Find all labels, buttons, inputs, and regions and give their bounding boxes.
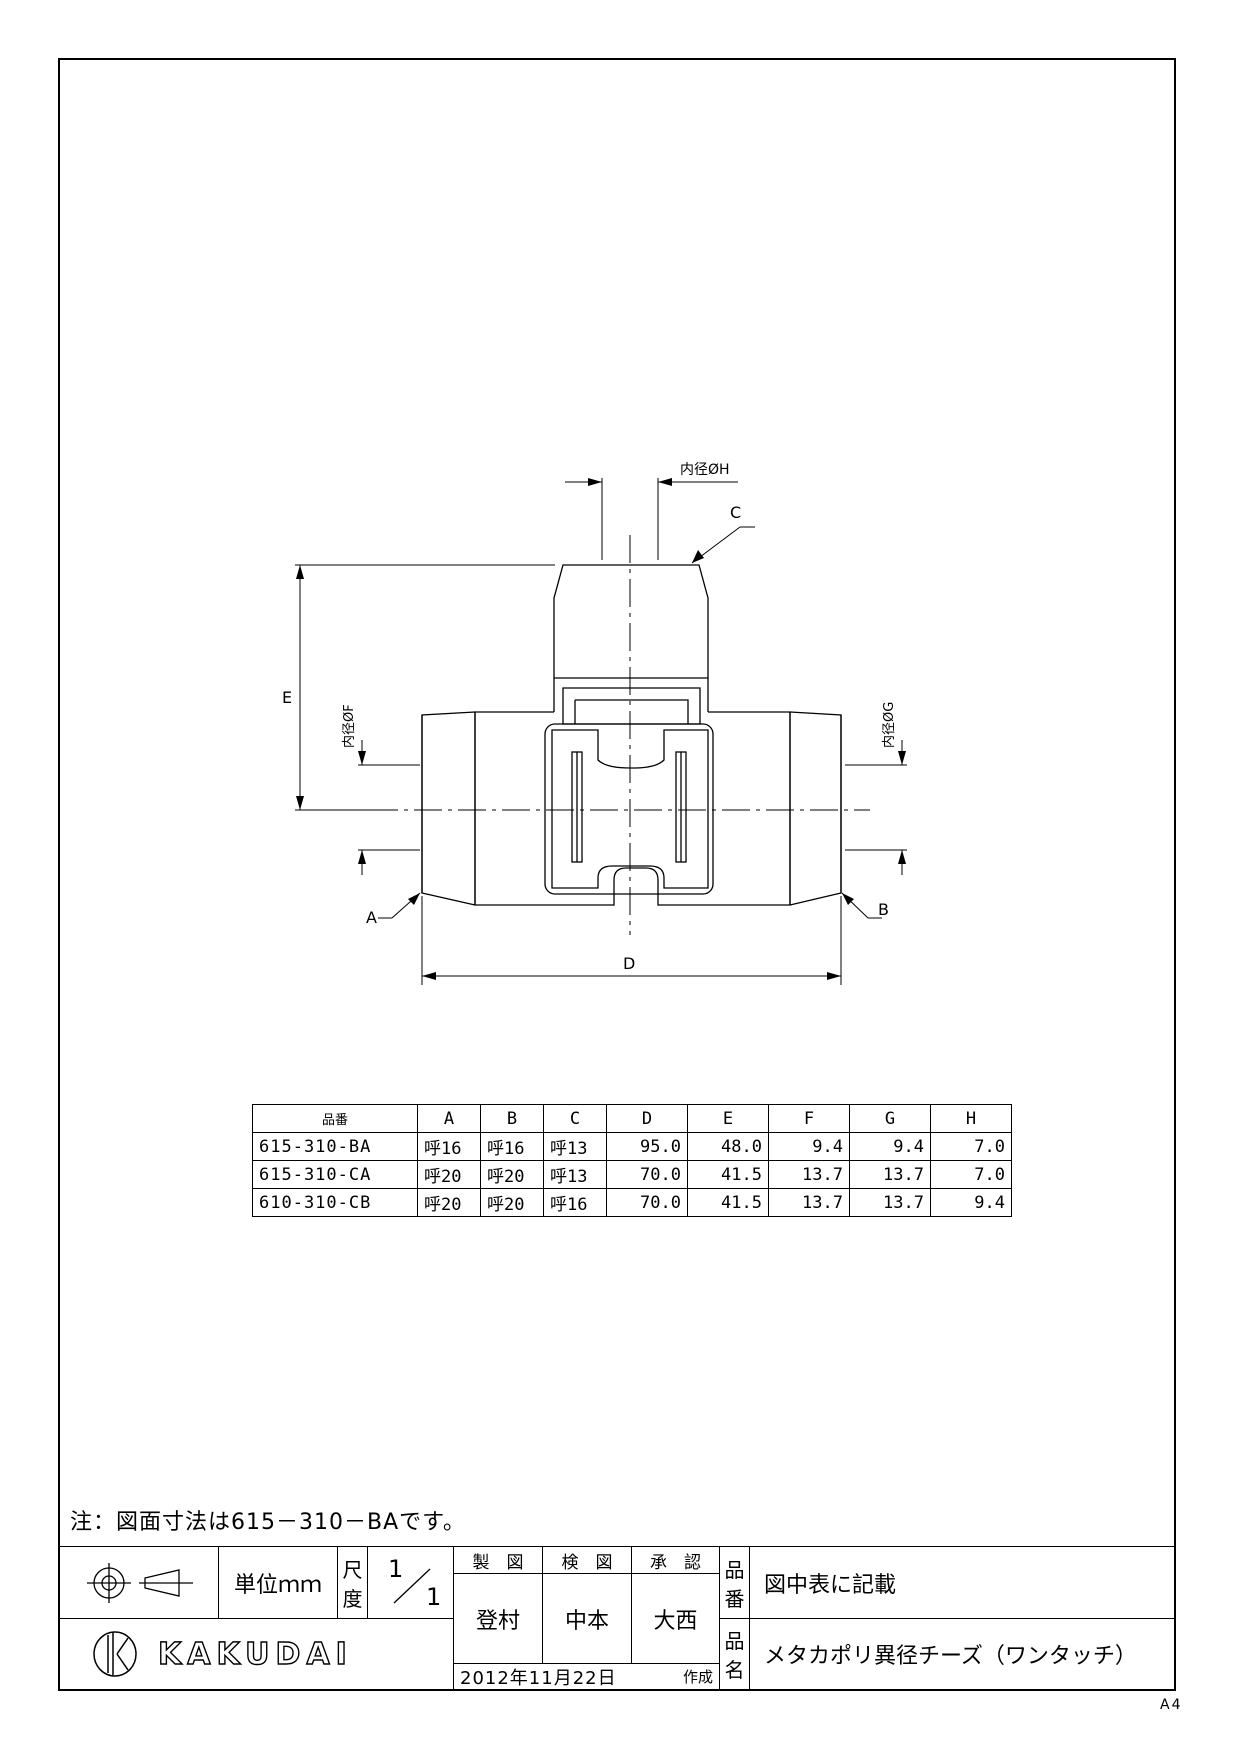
kakudai-logo-icon bbox=[93, 1631, 137, 1677]
cell-g: 13.7 bbox=[849, 1160, 931, 1189]
cell-part-no: 615-310-BA bbox=[252, 1132, 418, 1161]
cell-e: 41.5 bbox=[687, 1160, 769, 1189]
header-h: H bbox=[930, 1104, 1012, 1133]
label-e: E bbox=[282, 688, 293, 707]
top-socket bbox=[553, 564, 709, 679]
header-a: A bbox=[417, 1104, 481, 1133]
header-g: G bbox=[849, 1104, 931, 1133]
scale-denominator: 1 bbox=[426, 1583, 442, 1611]
cell-g: 9.4 bbox=[849, 1132, 931, 1161]
scale-label-2: 度 bbox=[342, 1586, 363, 1611]
cell-b: 呼20 bbox=[480, 1160, 544, 1189]
checked-by: 中本 bbox=[542, 1573, 631, 1663]
projection-symbol-cell bbox=[60, 1546, 218, 1618]
cell-d: 70.0 bbox=[606, 1188, 688, 1217]
cell-d: 70.0 bbox=[606, 1160, 688, 1189]
scale-label: 尺 度 bbox=[337, 1546, 367, 1618]
creation-date: 2012年11月22日 bbox=[460, 1667, 617, 1689]
cell-b: 呼16 bbox=[480, 1132, 544, 1161]
dimension-table: 品番 A B C D E F G H 615-310-BA 呼16 呼16 呼1… bbox=[252, 1104, 1012, 1217]
label-c: C bbox=[730, 503, 742, 522]
label-b: B bbox=[878, 900, 889, 919]
third-angle-projection-icon bbox=[87, 1562, 193, 1603]
header-d: D bbox=[606, 1104, 688, 1133]
dimension-note: 注：図面寸法は615－310－BAです。 bbox=[70, 1510, 466, 1535]
table-row: 615-310-CA 呼20 呼20 呼13 70.0 41.5 13.7 13… bbox=[252, 1160, 1012, 1189]
cell-a: 呼20 bbox=[417, 1188, 481, 1217]
left-window bbox=[551, 729, 709, 889]
header-f: F bbox=[768, 1104, 850, 1133]
header-part-no: 品番 bbox=[252, 1104, 418, 1133]
table-row: 610-310-CB 呼20 呼20 呼16 70.0 41.5 13.7 13… bbox=[252, 1188, 1012, 1217]
scale-value: 1 1 bbox=[367, 1546, 453, 1618]
cell-f: 9.4 bbox=[768, 1132, 850, 1161]
part-no-value: 図中表に記載 bbox=[749, 1546, 1174, 1618]
drawing-frame bbox=[58, 58, 1176, 1691]
header-c: C bbox=[543, 1104, 607, 1133]
approved-by: 大西 bbox=[631, 1573, 719, 1663]
label-a: A bbox=[366, 908, 377, 927]
body-outline bbox=[474, 711, 791, 906]
cell-d: 95.0 bbox=[606, 1132, 688, 1161]
label-inner-f: 内径ØF bbox=[342, 704, 357, 748]
cell-f: 13.7 bbox=[768, 1188, 850, 1217]
cell-h: 7.0 bbox=[930, 1132, 1012, 1161]
label-d: D bbox=[623, 954, 636, 973]
part-no-label-2: 番 bbox=[724, 1586, 745, 1611]
part-name-label-2: 名 bbox=[724, 1658, 745, 1682]
cell-e: 41.5 bbox=[687, 1188, 769, 1217]
unit-label: 単位ｍｍ bbox=[218, 1546, 337, 1618]
left-socket bbox=[421, 711, 476, 906]
approved-label: 承 認 bbox=[631, 1546, 719, 1573]
label-inner-h: 内径ØH bbox=[680, 462, 730, 478]
cell-part-no: 615-310-CA bbox=[252, 1160, 418, 1189]
table-row: 615-310-BA 呼16 呼16 呼13 95.0 48.0 9.4 9.4… bbox=[252, 1132, 1012, 1161]
cell-h: 9.4 bbox=[930, 1188, 1012, 1217]
title-block: 単位ｍｍ 尺 度 1 1 製 図 検 図 承 認 登村 中本 大西 2012年1… bbox=[60, 1546, 1174, 1689]
header-b: B bbox=[480, 1104, 544, 1133]
brand-cell: KAKUDAI bbox=[60, 1618, 453, 1689]
cell-b: 呼20 bbox=[480, 1188, 544, 1217]
scale-slash bbox=[393, 1568, 431, 1604]
checked-label: 検 図 bbox=[542, 1546, 631, 1573]
cell-c: 呼13 bbox=[543, 1132, 607, 1161]
cell-c: 呼16 bbox=[543, 1188, 607, 1217]
table-header-row: 品番 A B C D E F G H bbox=[252, 1104, 1012, 1133]
drawn-label: 製 図 bbox=[453, 1546, 542, 1573]
label-inner-g: 内径ØG bbox=[882, 701, 897, 748]
part-name-label: 品 名 bbox=[719, 1618, 749, 1689]
cell-e: 48.0 bbox=[687, 1132, 769, 1161]
part-name-value: メタカポリ異径チーズ（ワンタッチ） bbox=[749, 1618, 1174, 1689]
part-no-label-1: 品 bbox=[724, 1557, 745, 1582]
scale-numerator: 1 bbox=[388, 1555, 404, 1583]
created-label: 作成 bbox=[682, 1668, 713, 1686]
top-clip bbox=[562, 687, 701, 725]
header-e: E bbox=[687, 1104, 769, 1133]
drawn-by: 登村 bbox=[453, 1573, 542, 1663]
date-cell: 2012年11月22日 作成 bbox=[453, 1663, 719, 1689]
cell-g: 13.7 bbox=[849, 1188, 931, 1217]
cell-f: 13.7 bbox=[768, 1160, 850, 1189]
cell-c: 呼13 bbox=[543, 1160, 607, 1189]
cell-h: 7.0 bbox=[930, 1160, 1012, 1189]
right-socket bbox=[789, 711, 842, 906]
part-no-label: 品 番 bbox=[719, 1546, 749, 1618]
cell-part-no: 610-310-CB bbox=[252, 1188, 418, 1217]
cell-a: 呼16 bbox=[417, 1132, 481, 1161]
sheet-size: A4 bbox=[1160, 1697, 1183, 1713]
part-name-label-1: 品 bbox=[724, 1629, 745, 1653]
scale-label-1: 尺 bbox=[342, 1557, 363, 1582]
cell-a: 呼20 bbox=[417, 1160, 481, 1189]
brand-name: KAKUDAI bbox=[157, 1636, 353, 1672]
